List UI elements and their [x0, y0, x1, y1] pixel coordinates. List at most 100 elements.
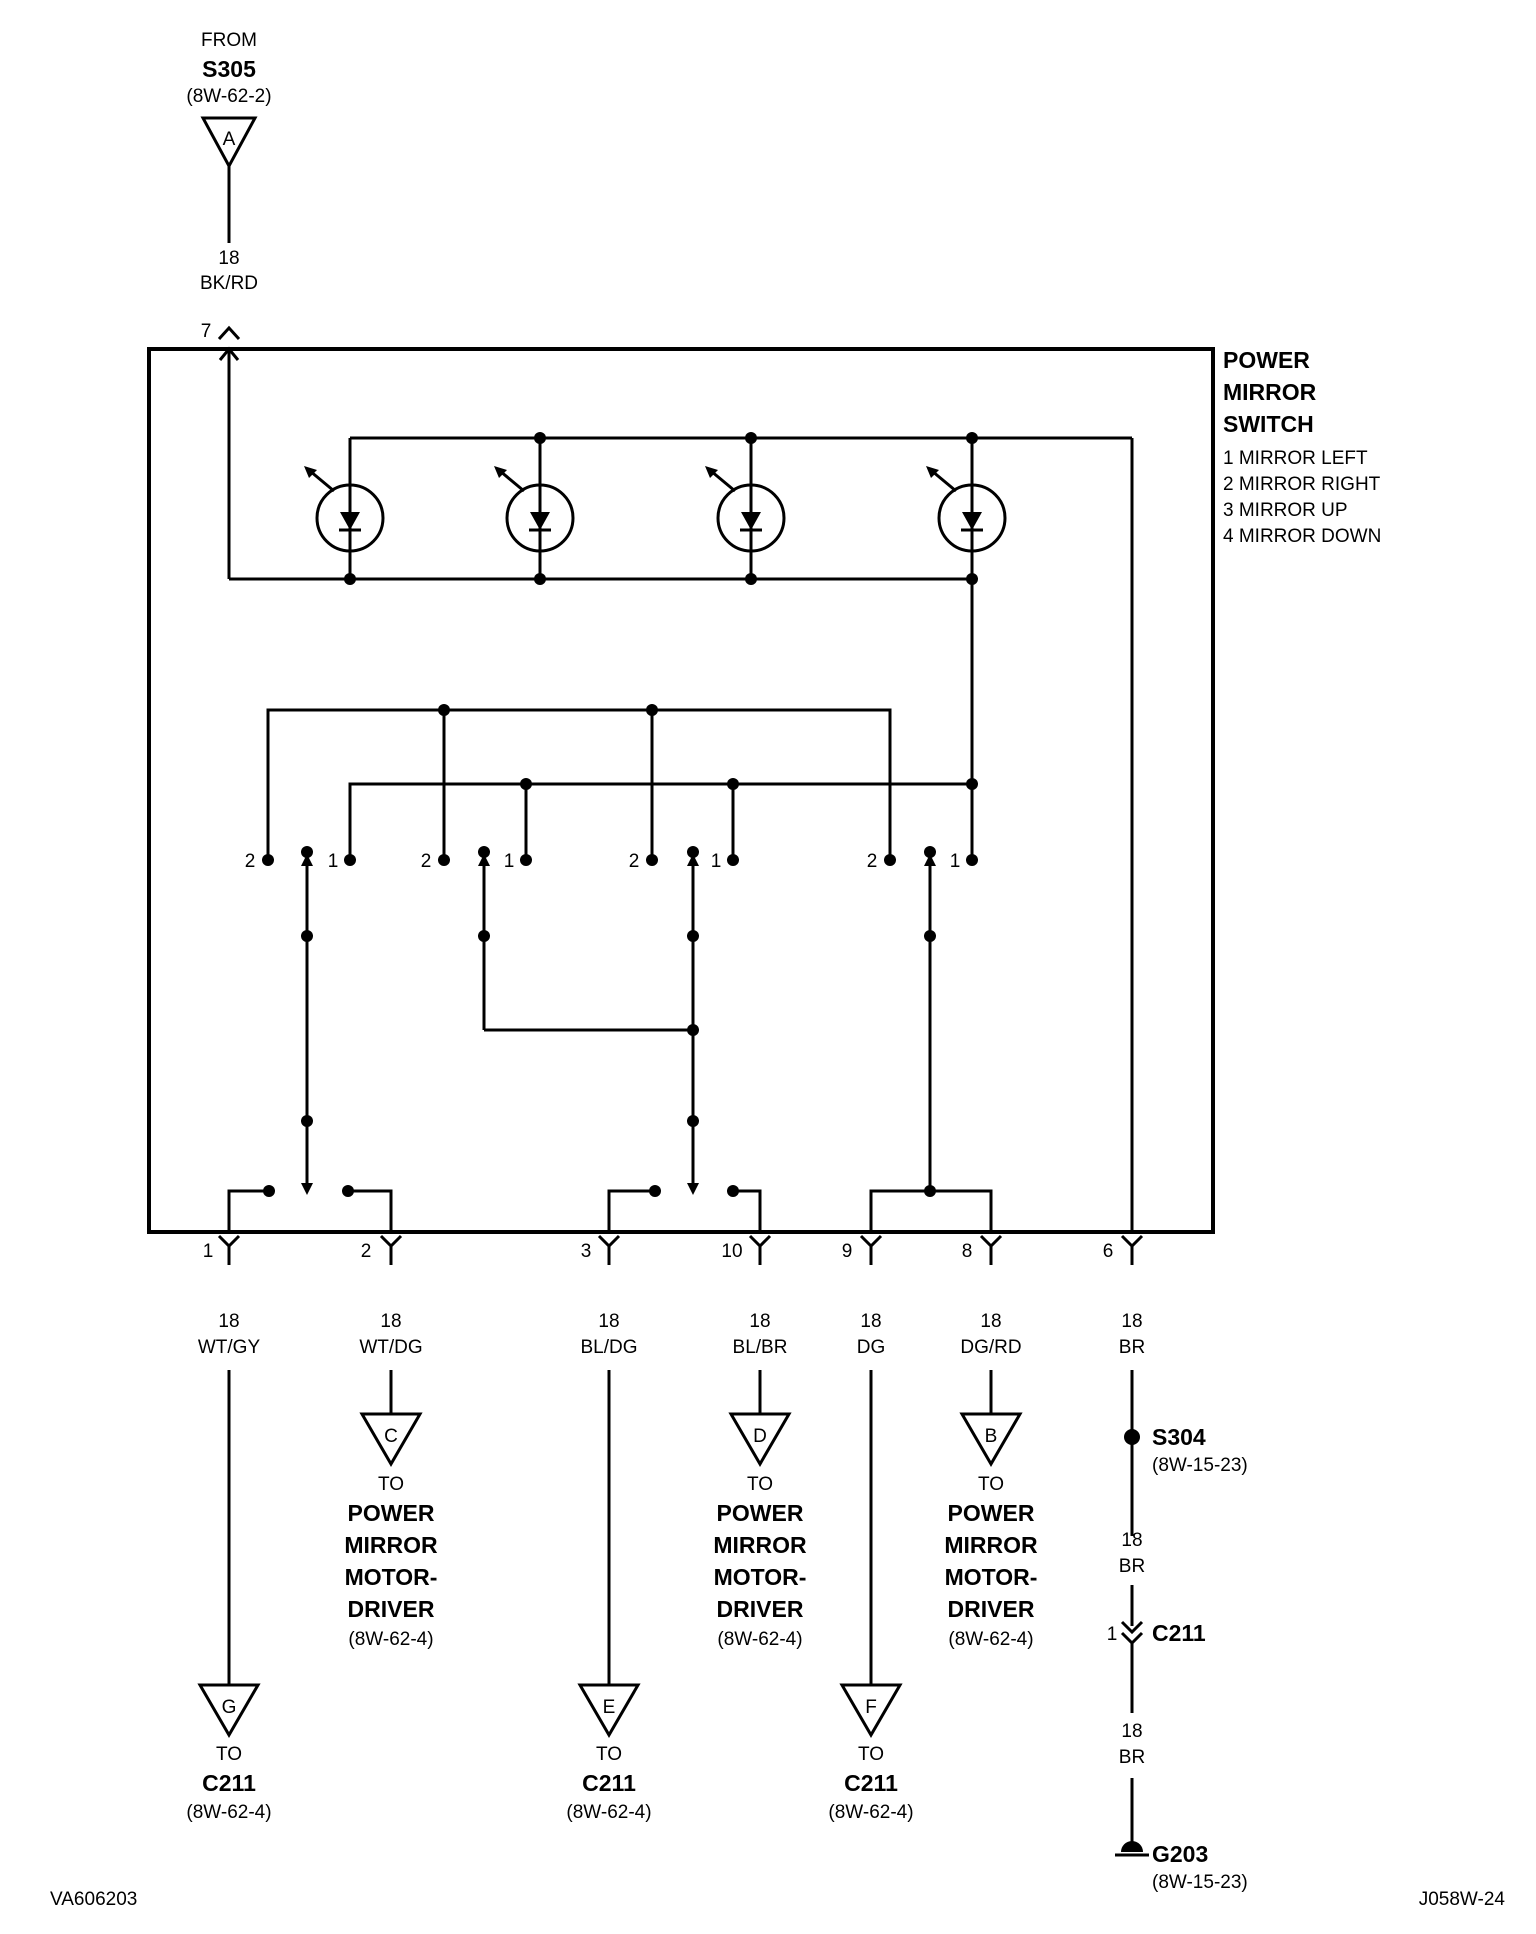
pin-8-connector: [979, 1234, 1003, 1265]
svg-text:(8W-62-4): (8W-62-4): [566, 1802, 651, 1823]
connector-f: F TO C211 (8W-62-4): [828, 1683, 914, 1823]
connector-g: G TO C211 (8W-62-4): [186, 1683, 272, 1823]
connector-c: C TO POWER MIRROR MOTOR- DRIVER (8W-62-4…: [344, 1412, 438, 1650]
ground-wire-a-color: BR: [1119, 1556, 1145, 1577]
svg-text:TO: TO: [378, 1474, 404, 1495]
wire-1-color: WT/GY: [198, 1337, 261, 1358]
wire-8-gauge: 18: [980, 1311, 1001, 1332]
pin-6-connector: [1120, 1234, 1144, 1265]
svg-text:TO: TO: [858, 1744, 884, 1765]
switch-title-3: SWITCH: [1223, 411, 1314, 437]
wire-3-gauge: 18: [598, 1311, 619, 1332]
wire-10-gauge: 18: [749, 1311, 770, 1332]
switch-position-2: 2 MIRROR RIGHT: [1223, 474, 1381, 495]
wire-10-color: BL/BR: [733, 1337, 788, 1358]
pin-10-number: 10: [721, 1241, 742, 1262]
top-wire-color: BK/RD: [200, 273, 258, 294]
contact-label-1d: 1: [950, 851, 961, 872]
pin-1-connector: [217, 1234, 241, 1265]
svg-text:TO: TO: [596, 1744, 622, 1765]
svg-text:DRIVER: DRIVER: [717, 1596, 804, 1622]
svg-text:D: D: [753, 1426, 767, 1447]
svg-text:TO: TO: [216, 1744, 242, 1765]
contact-label-1c: 1: [711, 851, 722, 872]
led-indicator-3: [705, 438, 786, 579]
splice-s304-name: S304: [1152, 1424, 1206, 1450]
svg-text:MOTOR-: MOTOR-: [345, 1564, 438, 1590]
svg-text:DRIVER: DRIVER: [348, 1596, 435, 1622]
contact-label-2c: 2: [629, 851, 640, 872]
led-indicator-1: [304, 438, 385, 579]
pin-6-number: 6: [1103, 1241, 1114, 1262]
svg-text:MIRROR: MIRROR: [713, 1532, 807, 1558]
svg-text:(8W-62-4): (8W-62-4): [348, 1629, 433, 1650]
svg-text:(8W-62-4): (8W-62-4): [828, 1802, 913, 1823]
footer-right-code: J058W-24: [1419, 1889, 1506, 1910]
svg-text:MIRROR: MIRROR: [944, 1532, 1038, 1558]
ground-wire-b-gauge: 18: [1121, 1721, 1142, 1742]
wire-2-color: WT/DG: [359, 1337, 422, 1358]
pin-2-connector: [379, 1234, 403, 1265]
pin-1-number: 1: [203, 1241, 214, 1262]
ground-wire-a-gauge: 18: [1121, 1530, 1142, 1551]
svg-text:POWER: POWER: [717, 1500, 804, 1526]
wire-6-gauge: 18: [1121, 1311, 1142, 1332]
wire-6-color: BR: [1119, 1337, 1145, 1358]
c211-pin-number: 1: [1107, 1624, 1118, 1645]
svg-text:(8W-62-4): (8W-62-4): [948, 1629, 1033, 1650]
wire-3-color: BL/DG: [580, 1337, 637, 1358]
pin-3-connector: [597, 1234, 621, 1265]
svg-text:DRIVER: DRIVER: [948, 1596, 1035, 1622]
splice-s304-dot: [1124, 1429, 1140, 1445]
pin-7-label: 7: [201, 321, 212, 342]
ground-wire-b-color: BR: [1119, 1747, 1145, 1768]
top-wire-gauge: 18: [218, 248, 239, 269]
svg-text:POWER: POWER: [348, 1500, 435, 1526]
pin-9-connector: [859, 1234, 883, 1265]
svg-text:MOTOR-: MOTOR-: [945, 1564, 1038, 1590]
switch-position-1: 1 MIRROR LEFT: [1223, 448, 1368, 469]
pin-9-number: 9: [842, 1241, 853, 1262]
svg-text:(8W-62-4): (8W-62-4): [717, 1629, 802, 1650]
power-mirror-switch-box: [147, 347, 1215, 1234]
svg-text:C211: C211: [844, 1770, 898, 1796]
svg-text:TO: TO: [978, 1474, 1004, 1495]
svg-text:MIRROR: MIRROR: [344, 1532, 438, 1558]
contact-label-2a: 2: [245, 851, 256, 872]
svg-text:MOTOR-: MOTOR-: [714, 1564, 807, 1590]
splice-s305: S305: [202, 56, 256, 82]
switch-title-2: MIRROR: [1223, 379, 1317, 405]
contact-label-2b: 2: [421, 851, 432, 872]
svg-text:C211: C211: [202, 1770, 256, 1796]
svg-text:(8W-62-4): (8W-62-4): [186, 1802, 271, 1823]
pin-3-number: 3: [581, 1241, 592, 1262]
svg-text:C211: C211: [582, 1770, 636, 1796]
svg-text:E: E: [603, 1697, 616, 1718]
switch-title-1: POWER: [1223, 347, 1310, 373]
led-indicator-2: [494, 438, 575, 579]
contact-label-1a: 1: [328, 851, 339, 872]
switch-position-4: 4 MIRROR DOWN: [1223, 526, 1381, 547]
from-label: FROM: [201, 30, 257, 51]
connector-d: D TO POWER MIRROR MOTOR- DRIVER (8W-62-4…: [713, 1412, 807, 1650]
splice-s304-ref: (8W-15-23): [1152, 1455, 1248, 1476]
svg-text:POWER: POWER: [948, 1500, 1035, 1526]
connector-b: B TO POWER MIRROR MOTOR- DRIVER (8W-62-4…: [944, 1412, 1038, 1650]
svg-text:TO: TO: [747, 1474, 773, 1495]
svg-text:C: C: [384, 1426, 398, 1447]
wire-8-color: DG/RD: [960, 1337, 1021, 1358]
svg-text:G: G: [222, 1697, 237, 1718]
ground-g203-icon: [1115, 1841, 1149, 1857]
connector-a-letter: A: [223, 129, 236, 150]
connector-a-triangle: [200, 116, 258, 170]
svg-text:F: F: [865, 1697, 877, 1718]
wire-9-gauge: 18: [860, 1311, 881, 1332]
contact-label-2d: 2: [867, 851, 878, 872]
connector-e: E TO C211 (8W-62-4): [566, 1683, 652, 1823]
pin-10-connector: [748, 1234, 772, 1265]
ground-g203-name: G203: [1152, 1841, 1208, 1867]
c211-inline-name: C211: [1152, 1620, 1206, 1646]
wire-9-color: DG: [857, 1337, 886, 1358]
ground-g203-ref: (8W-15-23): [1152, 1872, 1248, 1893]
